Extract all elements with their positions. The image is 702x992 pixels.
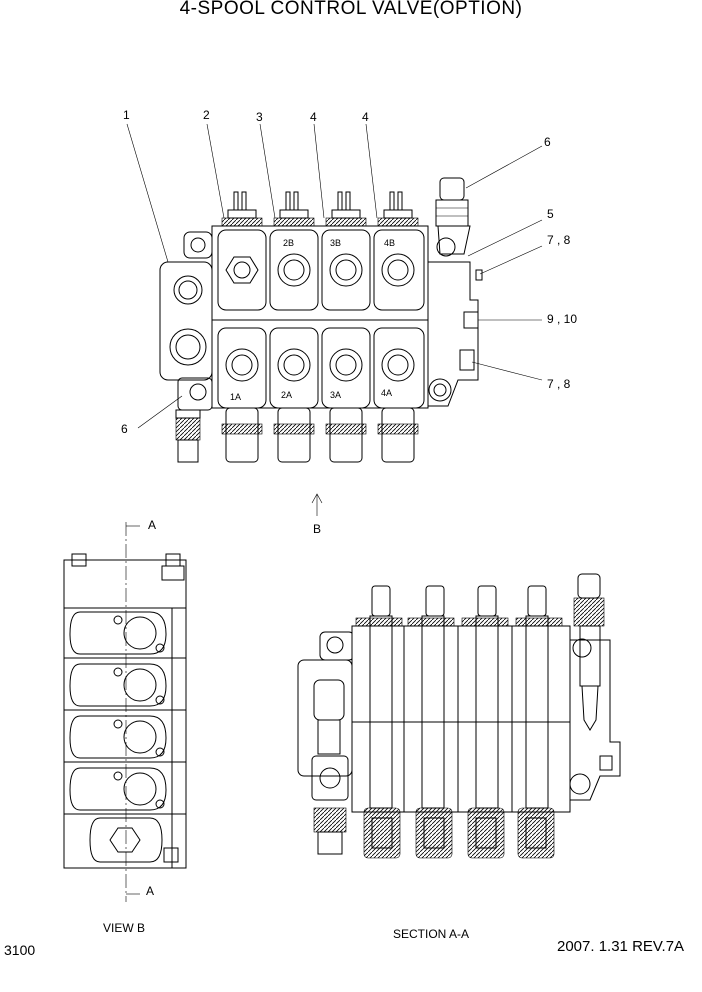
callout-4b: 4: [362, 110, 369, 124]
revision: 2007. 1.31 REV.7A: [557, 938, 685, 955]
port-4a: 4A: [381, 388, 393, 398]
outlet-block: [427, 261, 479, 407]
callout-5: 5: [547, 207, 554, 221]
callout-6-bottom: 6: [121, 422, 128, 436]
port-2a: 2A: [281, 390, 293, 400]
callout-7-8-top: 7 , 8: [547, 233, 571, 247]
callout-3: 3: [256, 110, 263, 124]
section-marker-bottom: A: [146, 884, 155, 898]
port-2b: 2B: [283, 238, 295, 248]
relief-valve: [435, 177, 471, 255]
callout-9-10: 9 , 10: [547, 312, 578, 326]
leader-lines: [126, 123, 543, 429]
spool-stems: [221, 191, 419, 227]
lower-fitting: [175, 377, 213, 463]
callout-1: 1: [123, 108, 130, 122]
callout-7-8-bottom: 7 , 8: [547, 377, 571, 391]
view-b-arrow-label: B: [313, 522, 322, 536]
view-b-caption: VIEW B: [103, 921, 146, 935]
section-spools: [355, 585, 563, 859]
port-4b: 4B: [384, 238, 396, 248]
callout-4a: 4: [310, 110, 317, 124]
valve-body: [211, 225, 429, 409]
page-number: 3100: [4, 942, 36, 958]
port-3a: 3A: [330, 390, 342, 400]
callout-6-top: 6: [544, 135, 551, 149]
callout-2: 2: [203, 108, 210, 122]
view-b: [63, 522, 187, 902]
top-view: [126, 123, 543, 516]
spool-caps: [221, 407, 419, 463]
page-title: 4-SPOOL CONTROL VALVE(OPTION): [179, 0, 523, 19]
section-a-a: [297, 573, 621, 859]
port-1a: 1A: [230, 392, 242, 402]
section-caption: SECTION A-A: [393, 927, 470, 941]
inlet-block: [159, 261, 213, 381]
section-marker-top: A: [148, 518, 157, 532]
view-b-arrow: [311, 493, 323, 516]
port-3b: 3B: [330, 238, 342, 248]
